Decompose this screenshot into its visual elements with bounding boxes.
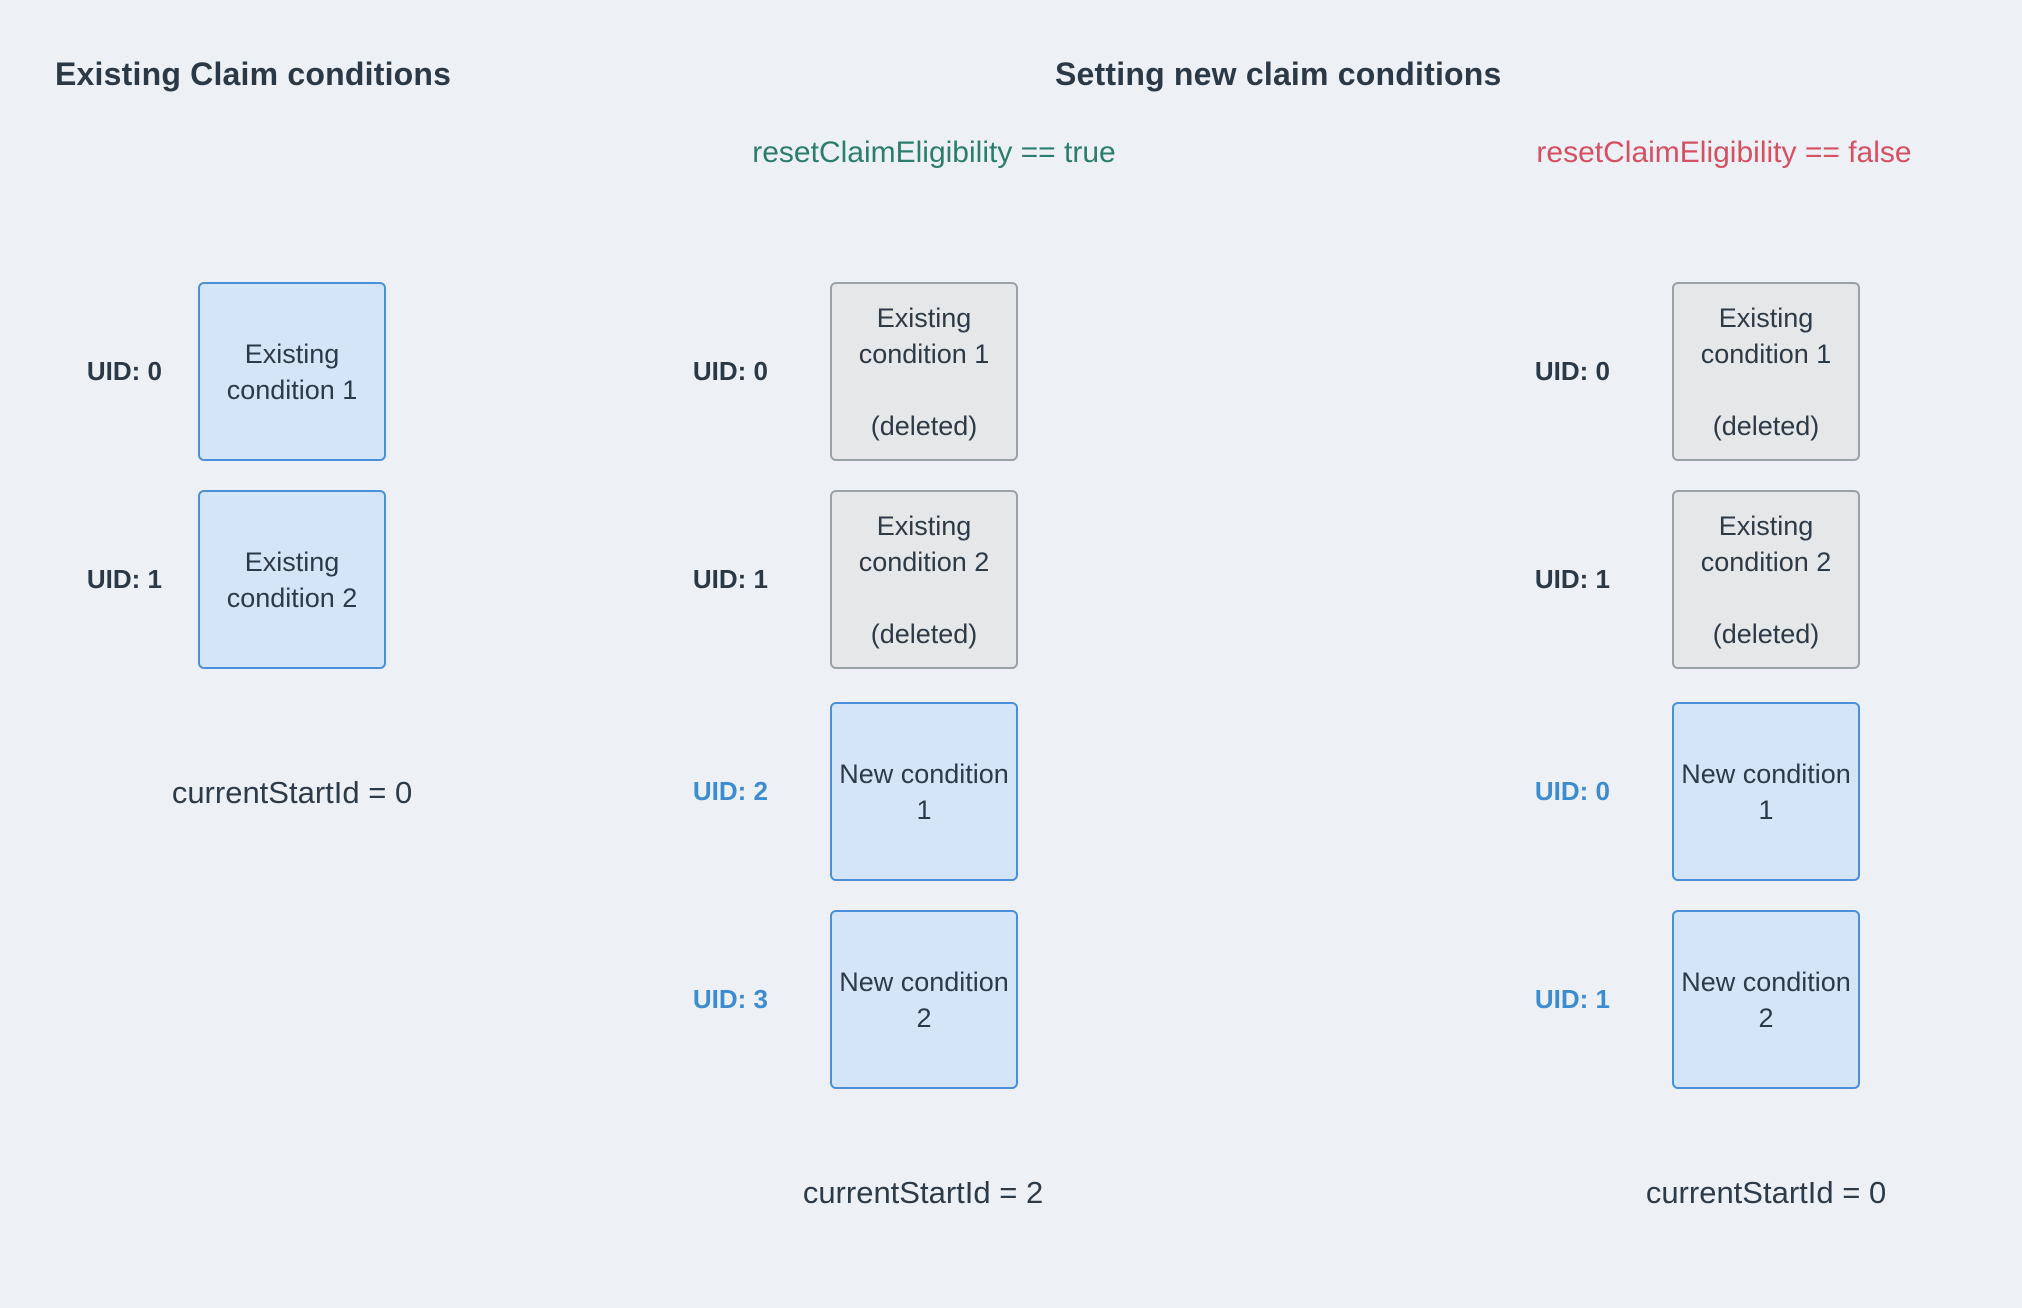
- condition-box-text-line: 1: [916, 794, 932, 825]
- condition-box: Existing condition 2: [198, 490, 386, 669]
- uid-label: UID: 1: [1534, 564, 1610, 594]
- condition-box: New condition 2: [830, 910, 1018, 1089]
- condition-box-text-line: New condition: [839, 758, 1009, 789]
- condition-box-text-line: Existing: [244, 546, 340, 577]
- condition-box-text-line: New condition: [839, 966, 1009, 997]
- condition-box-text-line: Existing: [876, 510, 972, 541]
- condition-box-text-line: New condition: [1681, 758, 1851, 789]
- current-start-id-label: currentStartId = 0: [1645, 1175, 1887, 1210]
- condition-box-text-line: condition 2: [858, 546, 990, 577]
- condition-box-text-line: condition 1: [226, 374, 358, 405]
- uid-label: UID: 1: [86, 564, 162, 594]
- condition-box: Existing condition 1: [198, 282, 386, 461]
- condition-box-text-line: condition 2: [226, 582, 358, 613]
- uid-label: UID: 3: [692, 984, 768, 1014]
- condition-box: New condition 1: [1672, 702, 1860, 881]
- condition-box-text-line: Existing: [876, 302, 972, 333]
- condition-box-text-line: Existing: [1718, 302, 1814, 333]
- uid-label: UID: 0: [692, 356, 768, 386]
- uid-label: UID: 1: [692, 564, 768, 594]
- condition-box-text-line: (deleted): [870, 410, 978, 441]
- condition-box-text-line: Existing: [244, 338, 340, 369]
- current-start-id-label: currentStartId = 2: [802, 1175, 1044, 1210]
- setting-new-claim-conditions-title: Setting new claim conditions: [1055, 56, 1502, 92]
- reset-claim-eligibility-true-label: resetClaimEligibility == true: [752, 136, 1116, 169]
- condition-box-text-line: (deleted): [870, 618, 978, 649]
- deleted-condition-box: Existing condition 2 (deleted): [830, 490, 1018, 669]
- uid-label: UID: 1: [1534, 984, 1610, 1014]
- deleted-condition-box: Existing condition 1 (deleted): [830, 282, 1018, 461]
- deleted-condition-box: Existing condition 2 (deleted): [1672, 490, 1860, 669]
- condition-box-text-line: 2: [1758, 1002, 1774, 1033]
- condition-box-text-line: 1: [1758, 794, 1774, 825]
- condition-box-text-line: New condition: [1681, 966, 1851, 997]
- deleted-condition-box: Existing condition 1 (deleted): [1672, 282, 1860, 461]
- condition-box-text-line: (deleted): [1712, 410, 1820, 441]
- uid-label: UID: 0: [1534, 356, 1610, 386]
- uid-label: UID: 2: [692, 776, 768, 806]
- condition-box-text-line: condition 1: [858, 338, 990, 369]
- condition-box: New condition 2: [1672, 910, 1860, 1089]
- current-start-id-label: currentStartId = 0: [171, 775, 413, 810]
- uid-label: UID: 0: [86, 356, 162, 386]
- condition-box-text-line: (deleted): [1712, 618, 1820, 649]
- condition-box: New condition 1: [830, 702, 1018, 881]
- uid-label: UID: 0: [1534, 776, 1610, 806]
- condition-box-text-line: condition 2: [1700, 546, 1832, 577]
- condition-box-text-line: Existing: [1718, 510, 1814, 541]
- condition-box-text-line: 2: [916, 1002, 932, 1033]
- condition-box-text-line: condition 1: [1700, 338, 1832, 369]
- existing-claim-conditions-title: Existing Claim conditions: [55, 56, 452, 92]
- reset-claim-eligibility-false-label: resetClaimEligibility == false: [1536, 136, 1912, 169]
